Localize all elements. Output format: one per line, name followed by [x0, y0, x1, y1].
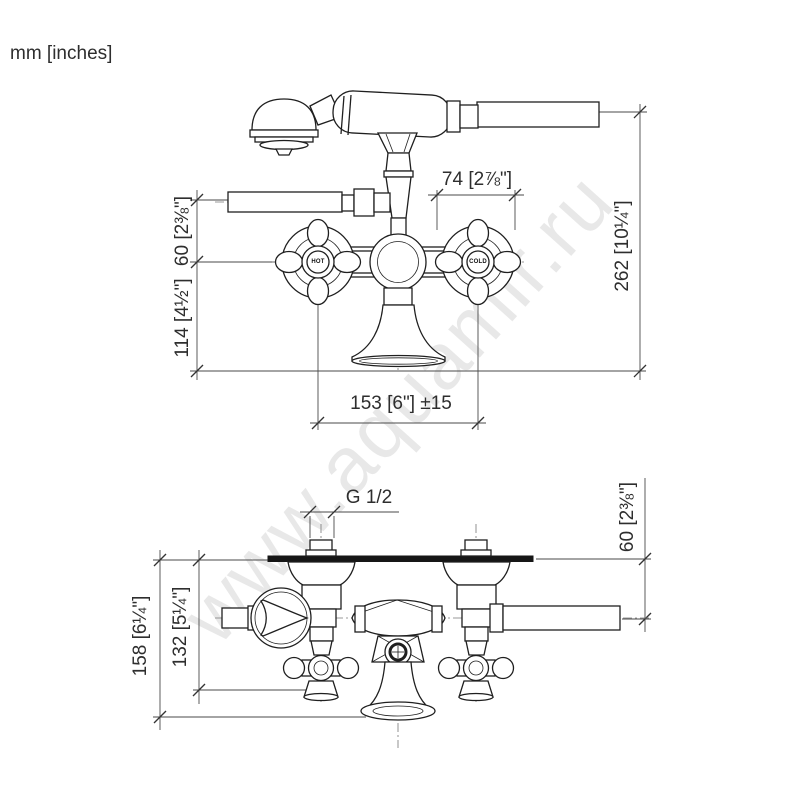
top-view	[215, 524, 649, 748]
dim-label-262: 262 [10¼"]	[612, 200, 633, 292]
union-right	[442, 561, 511, 656]
dim-label-60-top: 60 [2⅜"]	[617, 481, 638, 553]
mixer-body-top	[351, 599, 446, 637]
hose-right-top	[489, 603, 621, 633]
top-view-dimensions	[153, 478, 652, 730]
dim-label-158: 158 [6¼"]	[130, 595, 151, 677]
union-left	[287, 561, 356, 656]
handshower-front	[249, 90, 600, 242]
handshower-holder-top	[221, 587, 312, 649]
diverter-hub	[369, 233, 427, 291]
dim-label-132: 132 [5¼"]	[170, 586, 191, 668]
spout-front	[351, 287, 446, 368]
handle-hot-label: HOT	[311, 259, 325, 265]
hose-left-front	[227, 188, 391, 217]
handle-cold-top	[437, 654, 515, 702]
handle-cold-label: COLD	[469, 259, 487, 265]
dim-label-74: 74 [2⅞"]	[441, 169, 513, 190]
dim-label-60-front: 60 [2⅜"]	[172, 195, 193, 267]
handle-hot-top	[282, 654, 360, 702]
front-view	[215, 90, 600, 372]
spout-top	[360, 635, 436, 721]
dim-label-153: 153 [6"] ±15	[350, 393, 452, 414]
dim-label-114: 114 [4½"]	[172, 278, 193, 358]
wall-plate	[267, 539, 534, 562]
units-label: mm [inches]	[10, 43, 113, 64]
handle-cold-front	[434, 218, 522, 306]
thread-label-g12: G 1/2	[345, 487, 393, 508]
front-view-dimensions	[190, 104, 647, 430]
handle-hot-front	[274, 218, 362, 306]
